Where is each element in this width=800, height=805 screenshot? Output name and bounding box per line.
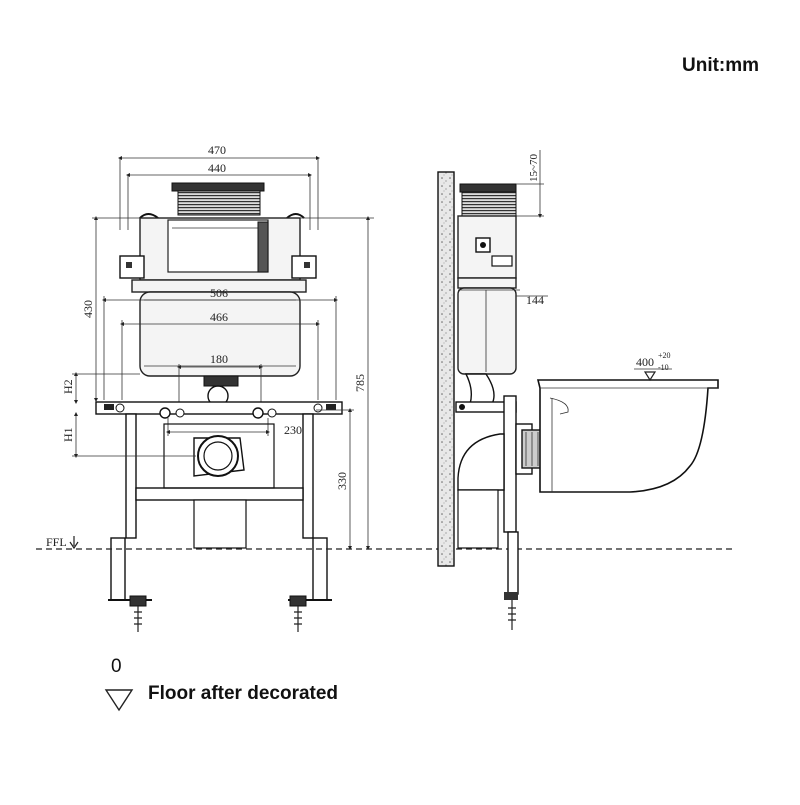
dim-470-label: 470 xyxy=(208,143,226,157)
front-view: 470 440 50 xyxy=(46,143,374,632)
side-view: 15~70 144 xyxy=(437,150,719,630)
crossbar xyxy=(95,401,343,415)
air-grille xyxy=(177,190,261,216)
wall-hung-toilet xyxy=(536,379,719,493)
dim-785-label: 785 xyxy=(353,374,367,392)
dimension-230: 230 xyxy=(166,418,302,437)
dimension-330: 330 xyxy=(316,408,354,550)
label-h1: H1 xyxy=(61,412,196,458)
anchor-bolt-left xyxy=(134,606,142,632)
frame-bottom-rail xyxy=(135,487,304,501)
side-drain-lower xyxy=(457,489,499,549)
dim-330-label: 330 xyxy=(335,472,349,490)
foot-left xyxy=(110,537,126,601)
flush-plate-top xyxy=(171,182,265,192)
dim-466-label: 466 xyxy=(210,310,228,324)
legend-zero: 0 xyxy=(111,656,122,677)
legend-floor-text: Floor after decorated xyxy=(148,683,339,704)
side-air-grille xyxy=(461,191,517,217)
dimension-785: 785 xyxy=(300,216,374,550)
dimension-15-70: 15~70 xyxy=(516,150,544,218)
frame-leg-right xyxy=(302,413,314,539)
side-drain-bend xyxy=(457,433,505,491)
ffl-label: FFL xyxy=(46,535,67,549)
dim-506-label: 506 xyxy=(210,286,228,300)
dimension-466: 466 xyxy=(120,310,320,400)
dimension-400: 400 +20 -10 xyxy=(634,351,672,382)
dim-144-label: 144 xyxy=(526,293,544,307)
dim-230-label: 230 xyxy=(284,423,302,437)
ffl-arrow-icon xyxy=(69,536,79,550)
side-anchor-bolt xyxy=(508,600,516,630)
drain-outlet-inner xyxy=(203,441,233,471)
h1-label: H1 xyxy=(61,427,75,442)
dimension-506: 506 xyxy=(102,286,338,400)
anchor-bolt-right xyxy=(294,606,302,632)
side-flush-plate xyxy=(459,183,517,193)
level-triangle-icon xyxy=(643,371,657,382)
dimension-144: 144 xyxy=(458,289,548,307)
dimension-430: 430 xyxy=(81,216,140,402)
frame-leg-left xyxy=(125,413,137,539)
side-foot xyxy=(507,531,519,595)
side-outlet-bend xyxy=(464,373,495,405)
side-tank-body xyxy=(457,287,517,375)
label-h2: H2 xyxy=(61,372,140,404)
foot-right xyxy=(312,537,328,601)
dimension-180: 180 xyxy=(177,352,263,410)
floor-level-triangle-icon xyxy=(104,689,134,712)
outlet-flange xyxy=(203,375,239,387)
dim-400-label: 400 xyxy=(636,355,654,369)
dim-430-label: 430 xyxy=(81,300,95,318)
dimension-440: 440 xyxy=(126,161,312,230)
dim-15-70-label: 15~70 xyxy=(528,154,540,182)
dim-440-label: 440 xyxy=(208,161,226,175)
side-frame-leg xyxy=(503,395,517,533)
wall-section xyxy=(437,171,455,567)
dim-400-tolerance-upper: +20 xyxy=(658,351,671,360)
drain-lower xyxy=(193,499,247,549)
unit-label: Unit:mm xyxy=(682,55,760,76)
h2-label: H2 xyxy=(61,379,75,394)
dim-400-tolerance-lower: -10 xyxy=(658,363,669,372)
mounting-stud-left xyxy=(159,407,171,419)
mounting-stud-right xyxy=(252,407,264,419)
dim-180-label: 180 xyxy=(210,352,228,366)
